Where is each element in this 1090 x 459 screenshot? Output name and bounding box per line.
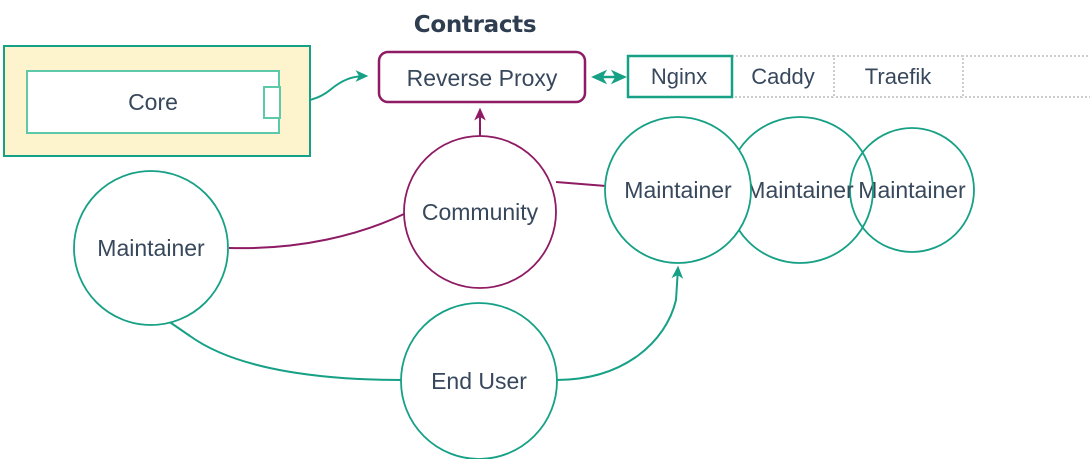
impl-box-empty[interactable] — [961, 55, 1090, 98]
maintainer-left-label: Maintainer — [97, 235, 205, 261]
end-user-label: End User — [431, 368, 527, 394]
maintainer-circle-3[interactable]: Maintainer — [849, 127, 975, 253]
core-group[interactable]: Core — [3, 45, 311, 157]
maintainer-circle-1-label: Maintainer — [624, 177, 732, 203]
end-user-node[interactable]: End User — [400, 302, 558, 459]
impl-box-nginx-label: Nginx — [651, 64, 707, 89]
community-node[interactable]: Community — [403, 135, 557, 289]
maintainer-circle-2-label: Maintainer — [746, 177, 854, 203]
community-circle — [403, 135, 557, 289]
maintainer-circle-1[interactable]: Maintainer — [604, 116, 752, 264]
edge-end-user-to-maintainer-left — [153, 310, 403, 381]
maintainer-circle-1-shape — [604, 116, 752, 264]
implementation-boxes-row: Traefik Caddy Nginx — [626, 54, 1090, 99]
maintainer-left-node[interactable]: Maintainer — [73, 170, 229, 326]
page-title: Contracts — [414, 12, 537, 38]
core-port[interactable] — [263, 86, 281, 119]
community-label: Community — [422, 199, 539, 225]
reverse-proxy-label: Reverse Proxy — [407, 65, 558, 91]
end-user-circle — [400, 302, 558, 459]
impl-box-nginx[interactable] — [626, 54, 734, 99]
edge-end-user-to-maintainer-right — [555, 265, 684, 381]
maintainer-left-circle — [73, 170, 229, 326]
edge-maintainer-left-to-community — [228, 213, 405, 250]
impl-box-traefik[interactable] — [832, 55, 964, 98]
maintainer-circle-3-label: Maintainer — [858, 177, 966, 203]
core-inner-box — [26, 70, 280, 134]
maintainer-stack: Maintainer Maintainer Maintainer — [604, 116, 975, 264]
core-label: Core — [128, 89, 178, 115]
impl-box-traefik-label: Traefik — [865, 64, 932, 89]
edge-community-to-maintainer-right — [555, 181, 607, 187]
maintainer-circle-3-shape — [849, 127, 975, 253]
impl-box-caddy-label: Caddy — [751, 64, 815, 89]
reverse-proxy-node[interactable]: Reverse Proxy — [377, 50, 587, 104]
maintainer-circle-2[interactable]: Maintainer — [726, 116, 874, 264]
reverse-proxy-box — [377, 50, 587, 104]
